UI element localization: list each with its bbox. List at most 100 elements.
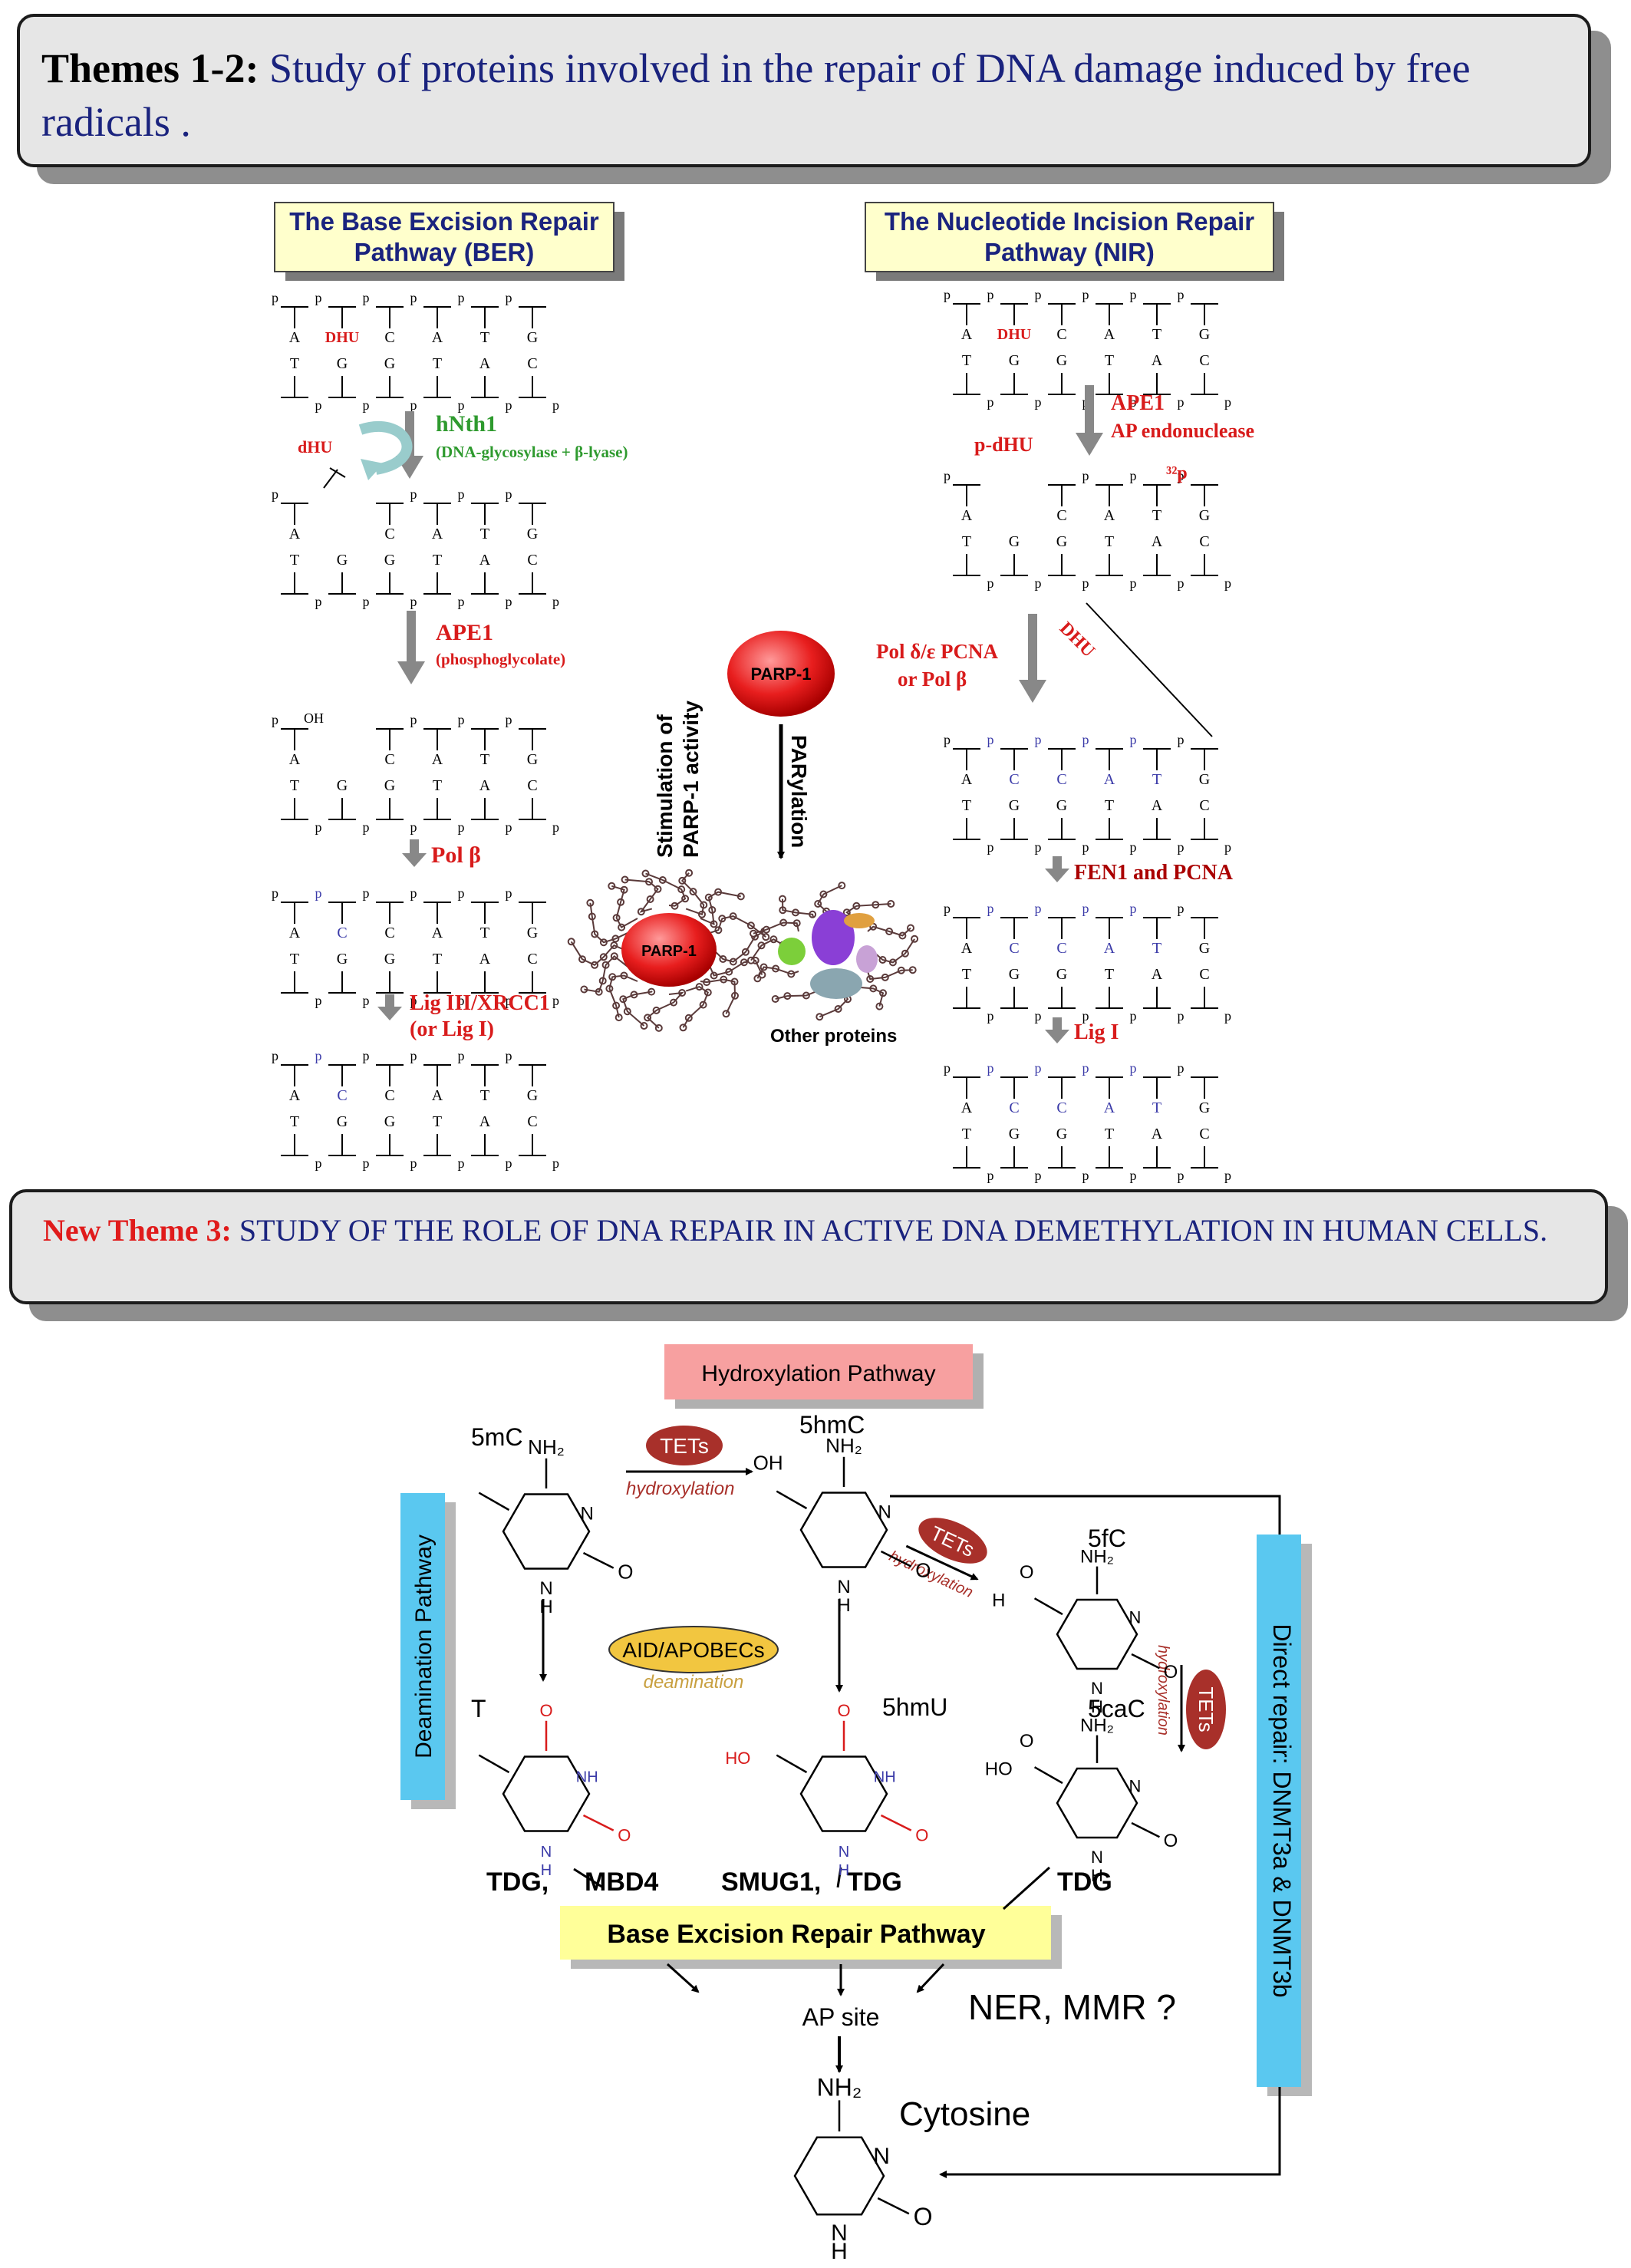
svg-text:C: C: [527, 951, 537, 968]
svg-text:p: p: [1082, 1168, 1089, 1183]
svg-text:p: p: [506, 712, 512, 727]
svg-text:p: p: [944, 468, 951, 483]
svg-text:T: T: [480, 925, 489, 941]
svg-text:T: T: [290, 355, 299, 372]
ber-dhu-free: dHU: [298, 437, 332, 457]
svg-text:p: p: [1035, 1168, 1042, 1183]
svg-text:G: G: [527, 329, 538, 346]
enzyme-tdg-1: TDG,: [486, 1867, 549, 1897]
svg-text:C: C: [527, 355, 537, 372]
svg-text:T: T: [962, 797, 971, 814]
svg-text:p: p: [315, 885, 322, 901]
svg-text:G: G: [337, 552, 348, 569]
svg-text:p: p: [1035, 394, 1042, 410]
svg-text:p: p: [506, 594, 512, 609]
svg-text:O: O: [1164, 1662, 1178, 1683]
svg-text:p: p: [410, 1048, 417, 1063]
nir-title-line2: Pathway (NIR): [984, 238, 1155, 266]
svg-text:p: p: [1178, 1008, 1185, 1024]
svg-text:H: H: [992, 1591, 1005, 1611]
svg-text:p: p: [410, 486, 417, 502]
svg-text:T: T: [1105, 797, 1114, 814]
svg-text:NH₂: NH₂: [528, 1436, 565, 1459]
svg-text:A: A: [479, 951, 491, 968]
svg-text:p: p: [315, 397, 322, 413]
svg-text:T: T: [290, 777, 299, 794]
svg-text:A: A: [289, 329, 301, 346]
svg-text:p: p: [458, 819, 465, 835]
svg-text:p: p: [1082, 468, 1089, 483]
svg-text:O: O: [914, 2203, 933, 2230]
svg-text:p: p: [1224, 1168, 1231, 1183]
svg-text:p: p: [1035, 1008, 1042, 1024]
svg-text:p: p: [944, 732, 951, 747]
svg-text:p: p: [1082, 1060, 1089, 1076]
svg-text:p: p: [552, 1155, 559, 1171]
svg-text:G: G: [1199, 771, 1210, 788]
svg-text:p: p: [987, 1168, 994, 1183]
svg-text:p: p: [1035, 287, 1042, 302]
demethylation-diagram: Hydroxylation Pathway Deamination Pathwa…: [400, 1344, 1312, 2264]
svg-text:G: G: [384, 951, 395, 968]
svg-text:p: p: [1224, 575, 1231, 591]
svg-text:T: T: [962, 1126, 971, 1142]
nir-enzyme-pol-sub: or Pol β: [898, 668, 967, 691]
ber-pathway-box: [560, 1906, 1051, 1960]
svg-text:N: N: [581, 1503, 594, 1524]
svg-text:T: T: [433, 951, 442, 968]
svg-text:T: T: [290, 552, 299, 569]
svg-text:p: p: [506, 1155, 512, 1171]
svg-text:p: p: [506, 885, 512, 901]
svg-text:N: N: [1091, 1848, 1103, 1867]
svg-text:p: p: [363, 1155, 370, 1171]
svg-text:A: A: [432, 329, 443, 346]
svg-text:G: G: [1199, 326, 1210, 343]
svg-text:A: A: [961, 507, 973, 524]
svg-text:p: p: [1130, 901, 1137, 916]
svg-text:A: A: [1104, 326, 1115, 343]
theme-1-2-text: Study of proteins involved in the repair…: [41, 45, 1471, 145]
nir-title-line1: The Nucleotide Incision Repair: [885, 207, 1254, 236]
enzyme-tdg-2: TDG: [847, 1867, 902, 1897]
svg-text:HO: HO: [985, 1759, 1013, 1780]
label-5hmc: 5hmC: [799, 1411, 865, 1439]
svg-text:O: O: [915, 1559, 931, 1582]
svg-text:G: G: [384, 552, 395, 569]
svg-text:p: p: [1035, 1060, 1042, 1076]
svg-text:p: p: [315, 1048, 322, 1063]
svg-text:p: p: [987, 575, 994, 591]
svg-text:C: C: [1056, 326, 1066, 343]
svg-text:A: A: [1152, 966, 1163, 983]
svg-text:p: p: [1035, 575, 1042, 591]
svg-text:A: A: [479, 355, 491, 372]
svg-text:G: G: [1009, 352, 1020, 369]
ber-title-box: The Base Excision Repair Pathway (BER): [274, 202, 624, 281]
svg-text:A: A: [289, 751, 301, 768]
svg-text:p: p: [987, 839, 994, 855]
svg-text:C: C: [384, 925, 394, 941]
svg-text:p: p: [1035, 732, 1042, 747]
svg-text:p: p: [552, 993, 559, 1008]
svg-text:G: G: [1009, 797, 1020, 814]
svg-text:C: C: [1009, 771, 1019, 788]
theme-3-text: STUDY OF THE ROLE OF DNA REPAIR IN ACTIV…: [239, 1213, 1548, 1248]
svg-text:p: p: [1035, 901, 1042, 916]
svg-text:A: A: [961, 1099, 973, 1116]
svg-text:C: C: [1056, 771, 1066, 788]
svg-text:p: p: [1178, 732, 1185, 747]
ber-enzyme-ape1: APE1: [436, 620, 493, 645]
svg-text:p: p: [363, 885, 370, 901]
svg-text:A: A: [1104, 1099, 1115, 1116]
svg-text:C: C: [1199, 1126, 1209, 1142]
svg-text:G: G: [1056, 797, 1067, 814]
svg-text:T: T: [1152, 326, 1161, 343]
svg-text:G: G: [1056, 533, 1067, 550]
svg-text:A: A: [1152, 797, 1163, 814]
svg-text:p: p: [506, 993, 512, 1008]
ner-mmr-label: NER, MMR ?: [968, 1987, 1176, 2027]
ber-enzyme-pol-beta: Pol β: [431, 842, 481, 868]
